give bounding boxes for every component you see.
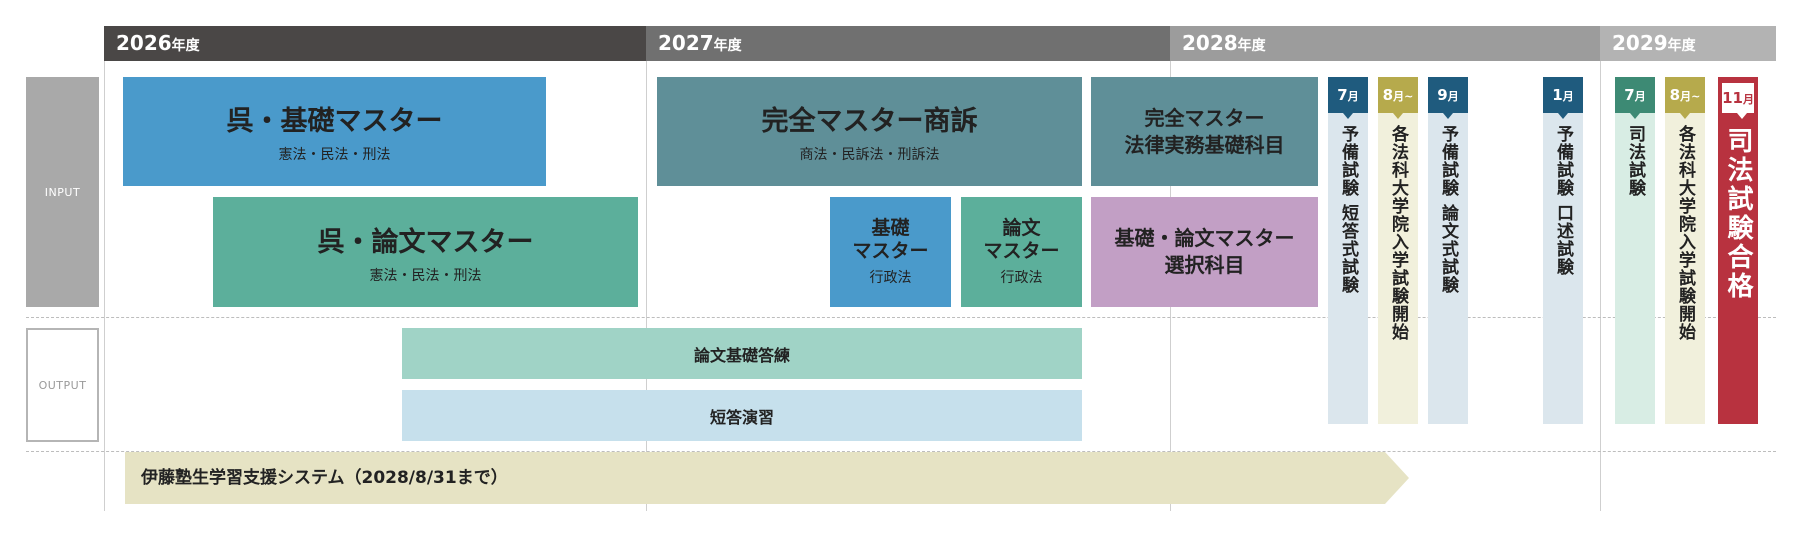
course-title-line: 完全マスター xyxy=(1144,105,1265,130)
course-title-line: 法律実務基礎科目 xyxy=(1124,132,1285,157)
month-unit: 月 xyxy=(1447,90,1459,103)
month-tab: 7月 xyxy=(1328,77,1368,119)
exam-column: 7月 司法試験 xyxy=(1615,77,1655,424)
exam-label: 予備試験 短答式試験 xyxy=(1338,125,1358,294)
month-number: 7 xyxy=(1624,86,1635,104)
course-subjects: 商法・民訴法・刑訴法 xyxy=(799,147,940,163)
month-tab: 9月 xyxy=(1428,77,1468,119)
row-separator xyxy=(26,317,1776,318)
course-kanzen-master-jitsumu: 完全マスター 法律実務基礎科目 xyxy=(1091,77,1318,186)
month-tab: 11月 xyxy=(1722,83,1754,119)
month-unit: 月~ xyxy=(1680,90,1701,103)
month-tab: 8月~ xyxy=(1378,77,1418,119)
exam-label: 司法試験 xyxy=(1625,125,1645,197)
course-title-line: マスター xyxy=(852,240,929,262)
arrow-shape xyxy=(125,452,1409,504)
exam-column: 8月~ 各法科大学院入学試験開始 xyxy=(1665,77,1705,424)
year-suffix: 年度 xyxy=(1667,38,1696,54)
course-subjects: 憲法・民法・刑法 xyxy=(369,267,482,284)
month-unit: 月 xyxy=(1347,90,1359,103)
exam-column: 1月 予備試験 口述試験 xyxy=(1543,77,1583,424)
exam-column: 9月 予備試験 論文式試験 xyxy=(1428,77,1468,424)
course-kanzen-master-shoso: 完全マスター商訴 商法・民訴法・刑訴法 xyxy=(657,77,1082,186)
year-header-2027: 2027年度 xyxy=(646,26,1170,61)
course-title-line: 基礎・論文マスター xyxy=(1114,226,1295,250)
month-unit: 月 xyxy=(1742,93,1754,106)
month-number: 1 xyxy=(1552,86,1563,104)
output-ronbun-kiso-toren: 論文基礎答練 xyxy=(402,328,1082,379)
course-title-line: 選択科目 xyxy=(1164,253,1245,277)
course-kure-kiso-master: 呉・基礎マスター 憲法・民法・刑法 xyxy=(123,77,546,186)
exam-label: 司法試験合格 xyxy=(1723,127,1753,301)
month-tab: 7月 xyxy=(1615,77,1655,119)
course-title: 完全マスター商訴 xyxy=(761,106,978,137)
month-number: 11 xyxy=(1722,89,1743,107)
year-header-2028: 2028年度 xyxy=(1170,26,1600,61)
month-number: 9 xyxy=(1437,86,1448,104)
course-sentaku-kamoku: 基礎・論文マスター 選択科目 xyxy=(1091,197,1318,307)
support-system-label: 伊藤塾生学習支援システム（2028/8/31まで） xyxy=(141,468,508,488)
exam-label: 予備試験 論文式試験 xyxy=(1438,125,1458,294)
exam-column: 7月 予備試験 短答式試験 xyxy=(1328,77,1368,424)
month-number: 8 xyxy=(1669,86,1681,104)
course-title-line: 基礎 xyxy=(871,217,910,239)
month-tab: 1月 xyxy=(1543,77,1583,119)
year-divider-line xyxy=(104,61,105,511)
year-number: 2026 xyxy=(116,31,172,55)
output-label: OUTPUT xyxy=(26,328,99,442)
course-kiso-master-gyosei: 基礎 マスター 行政法 xyxy=(830,197,951,307)
course-title: 呉・基礎マスター xyxy=(226,106,443,137)
course-subjects: 行政法 xyxy=(1000,270,1043,286)
month-number: 7 xyxy=(1337,86,1348,104)
course-subjects: 憲法・民法・刑法 xyxy=(278,147,391,163)
year-suffix: 年度 xyxy=(713,38,742,54)
year-header-2029: 2029年度 xyxy=(1600,26,1776,61)
course-title-line: マスター xyxy=(983,240,1060,262)
exam-column-pass: 11月 司法試験合格 xyxy=(1718,77,1758,424)
input-label: INPUT xyxy=(26,77,99,307)
year-number: 2028 xyxy=(1182,31,1238,55)
year-divider-line xyxy=(646,61,647,511)
exam-column: 8月~ 各法科大学院入学試験開始 xyxy=(1378,77,1418,424)
year-number: 2027 xyxy=(658,31,714,55)
support-system-arrow: 伊藤塾生学習支援システム（2028/8/31まで） xyxy=(125,452,1409,504)
course-ronbun-master-gyosei: 論文 マスター 行政法 xyxy=(961,197,1082,307)
year-suffix: 年度 xyxy=(1237,38,1266,54)
course-title-line: 論文 xyxy=(1002,217,1041,239)
year-header-2026: 2026年度 xyxy=(104,26,646,61)
exam-label: 予備試験 口述試験 xyxy=(1553,125,1573,276)
exam-label: 各法科大学院入学試験開始 xyxy=(1388,125,1408,341)
course-title: 呉・論文マスター xyxy=(317,226,534,258)
row-separator xyxy=(26,451,1776,452)
output-tanto-enshu: 短答演習 xyxy=(402,390,1082,441)
course-kure-ronbun-master: 呉・論文マスター 憲法・民法・刑法 xyxy=(213,197,638,307)
month-unit: 月 xyxy=(1562,90,1574,103)
year-number: 2029 xyxy=(1612,31,1668,55)
exam-label: 各法科大学院入学試験開始 xyxy=(1675,125,1695,341)
month-tab: 8月~ xyxy=(1665,77,1705,119)
course-subjects: 行政法 xyxy=(869,270,912,286)
month-number: 8 xyxy=(1382,86,1394,104)
year-divider-line xyxy=(1600,61,1601,511)
month-unit: 月 xyxy=(1634,90,1646,103)
month-unit: 月~ xyxy=(1393,90,1414,103)
year-suffix: 年度 xyxy=(171,38,200,54)
